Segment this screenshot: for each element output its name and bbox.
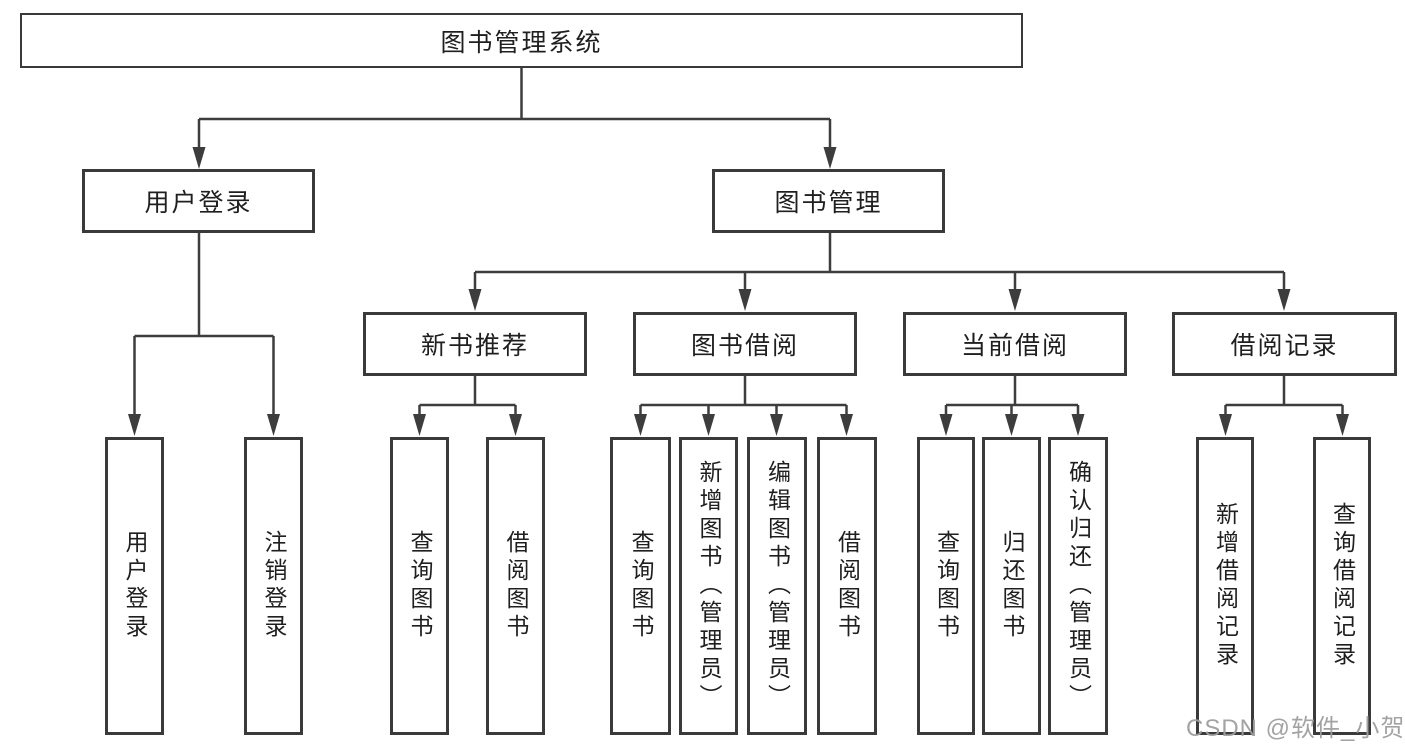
- node-borrowing-records-label: 借阅记录: [1230, 332, 1339, 360]
- node-user-login-label: 用户登录: [144, 189, 253, 217]
- node-new-book-recommend-label: 新书推荐: [420, 332, 529, 360]
- leaf-add-book-admin-label: 新增图书（管理员）: [696, 460, 722, 712]
- node-book-borrowing-label: 图书借阅: [690, 332, 799, 360]
- leaf-add-borrow-record: 新增借阅记录: [1196, 437, 1254, 735]
- leaf-borrow-book-recommend-label: 借阅图书: [503, 530, 529, 642]
- leaf-borrow-book-recommend: 借阅图书: [486, 437, 545, 735]
- node-library-system: 图书管理系统: [20, 13, 1023, 68]
- leaf-logout-login: 注销登录: [244, 437, 303, 735]
- leaf-query-book-current: 查询图书: [917, 437, 975, 735]
- leaf-return-book-label: 归还图书: [999, 530, 1025, 642]
- leaf-add-borrow-record-label: 新增借阅记录: [1212, 502, 1239, 670]
- leaf-query-book-current-label: 查询图书: [933, 530, 960, 642]
- node-new-book-recommend: 新书推荐: [363, 312, 587, 376]
- leaf-borrow-book-label: 借阅图书: [834, 530, 861, 642]
- node-user-login: 用户登录: [82, 169, 315, 233]
- leaf-user-login-label: 用户登录: [122, 530, 148, 642]
- node-current-borrowing-label: 当前借阅: [960, 332, 1069, 360]
- leaf-user-login: 用户登录: [105, 437, 164, 735]
- node-library-system-label: 图书管理系统: [440, 28, 603, 57]
- leaf-return-book: 归还图书: [982, 437, 1041, 735]
- leaf-edit-book-admin-label: 编辑图书（管理员）: [764, 460, 791, 712]
- leaf-query-borrow-record: 查询借阅记录: [1313, 437, 1371, 735]
- node-current-borrowing: 当前借阅: [903, 312, 1127, 376]
- csdn-watermark: CSDN @软件_小贺同学: [1186, 715, 1405, 742]
- leaf-logout-login-label: 注销登录: [261, 530, 287, 642]
- leaf-add-book-admin: 新增图书（管理员）: [679, 437, 738, 735]
- leaf-borrow-book: 借阅图书: [817, 437, 877, 735]
- node-book-borrowing: 图书借阅: [633, 312, 857, 376]
- leaf-query-book-recommend: 查询图书: [390, 437, 449, 735]
- leaf-confirm-return-admin-label: 确认归还（管理员）: [1065, 460, 1092, 712]
- node-book-management-label: 图书管理: [774, 189, 883, 217]
- leaf-query-borrow-record-label: 查询借阅记录: [1329, 502, 1356, 670]
- leaf-edit-book-admin: 编辑图书（管理员）: [747, 437, 807, 735]
- leaf-query-book-borrowing-label: 查询图书: [628, 530, 654, 642]
- leaf-confirm-return-admin: 确认归还（管理员）: [1048, 437, 1108, 735]
- node-borrowing-records: 借阅记录: [1172, 312, 1397, 376]
- leaf-query-book-recommend-label: 查询图书: [407, 530, 433, 642]
- node-book-management: 图书管理: [712, 169, 945, 233]
- leaf-query-book-borrowing: 查询图书: [610, 437, 671, 735]
